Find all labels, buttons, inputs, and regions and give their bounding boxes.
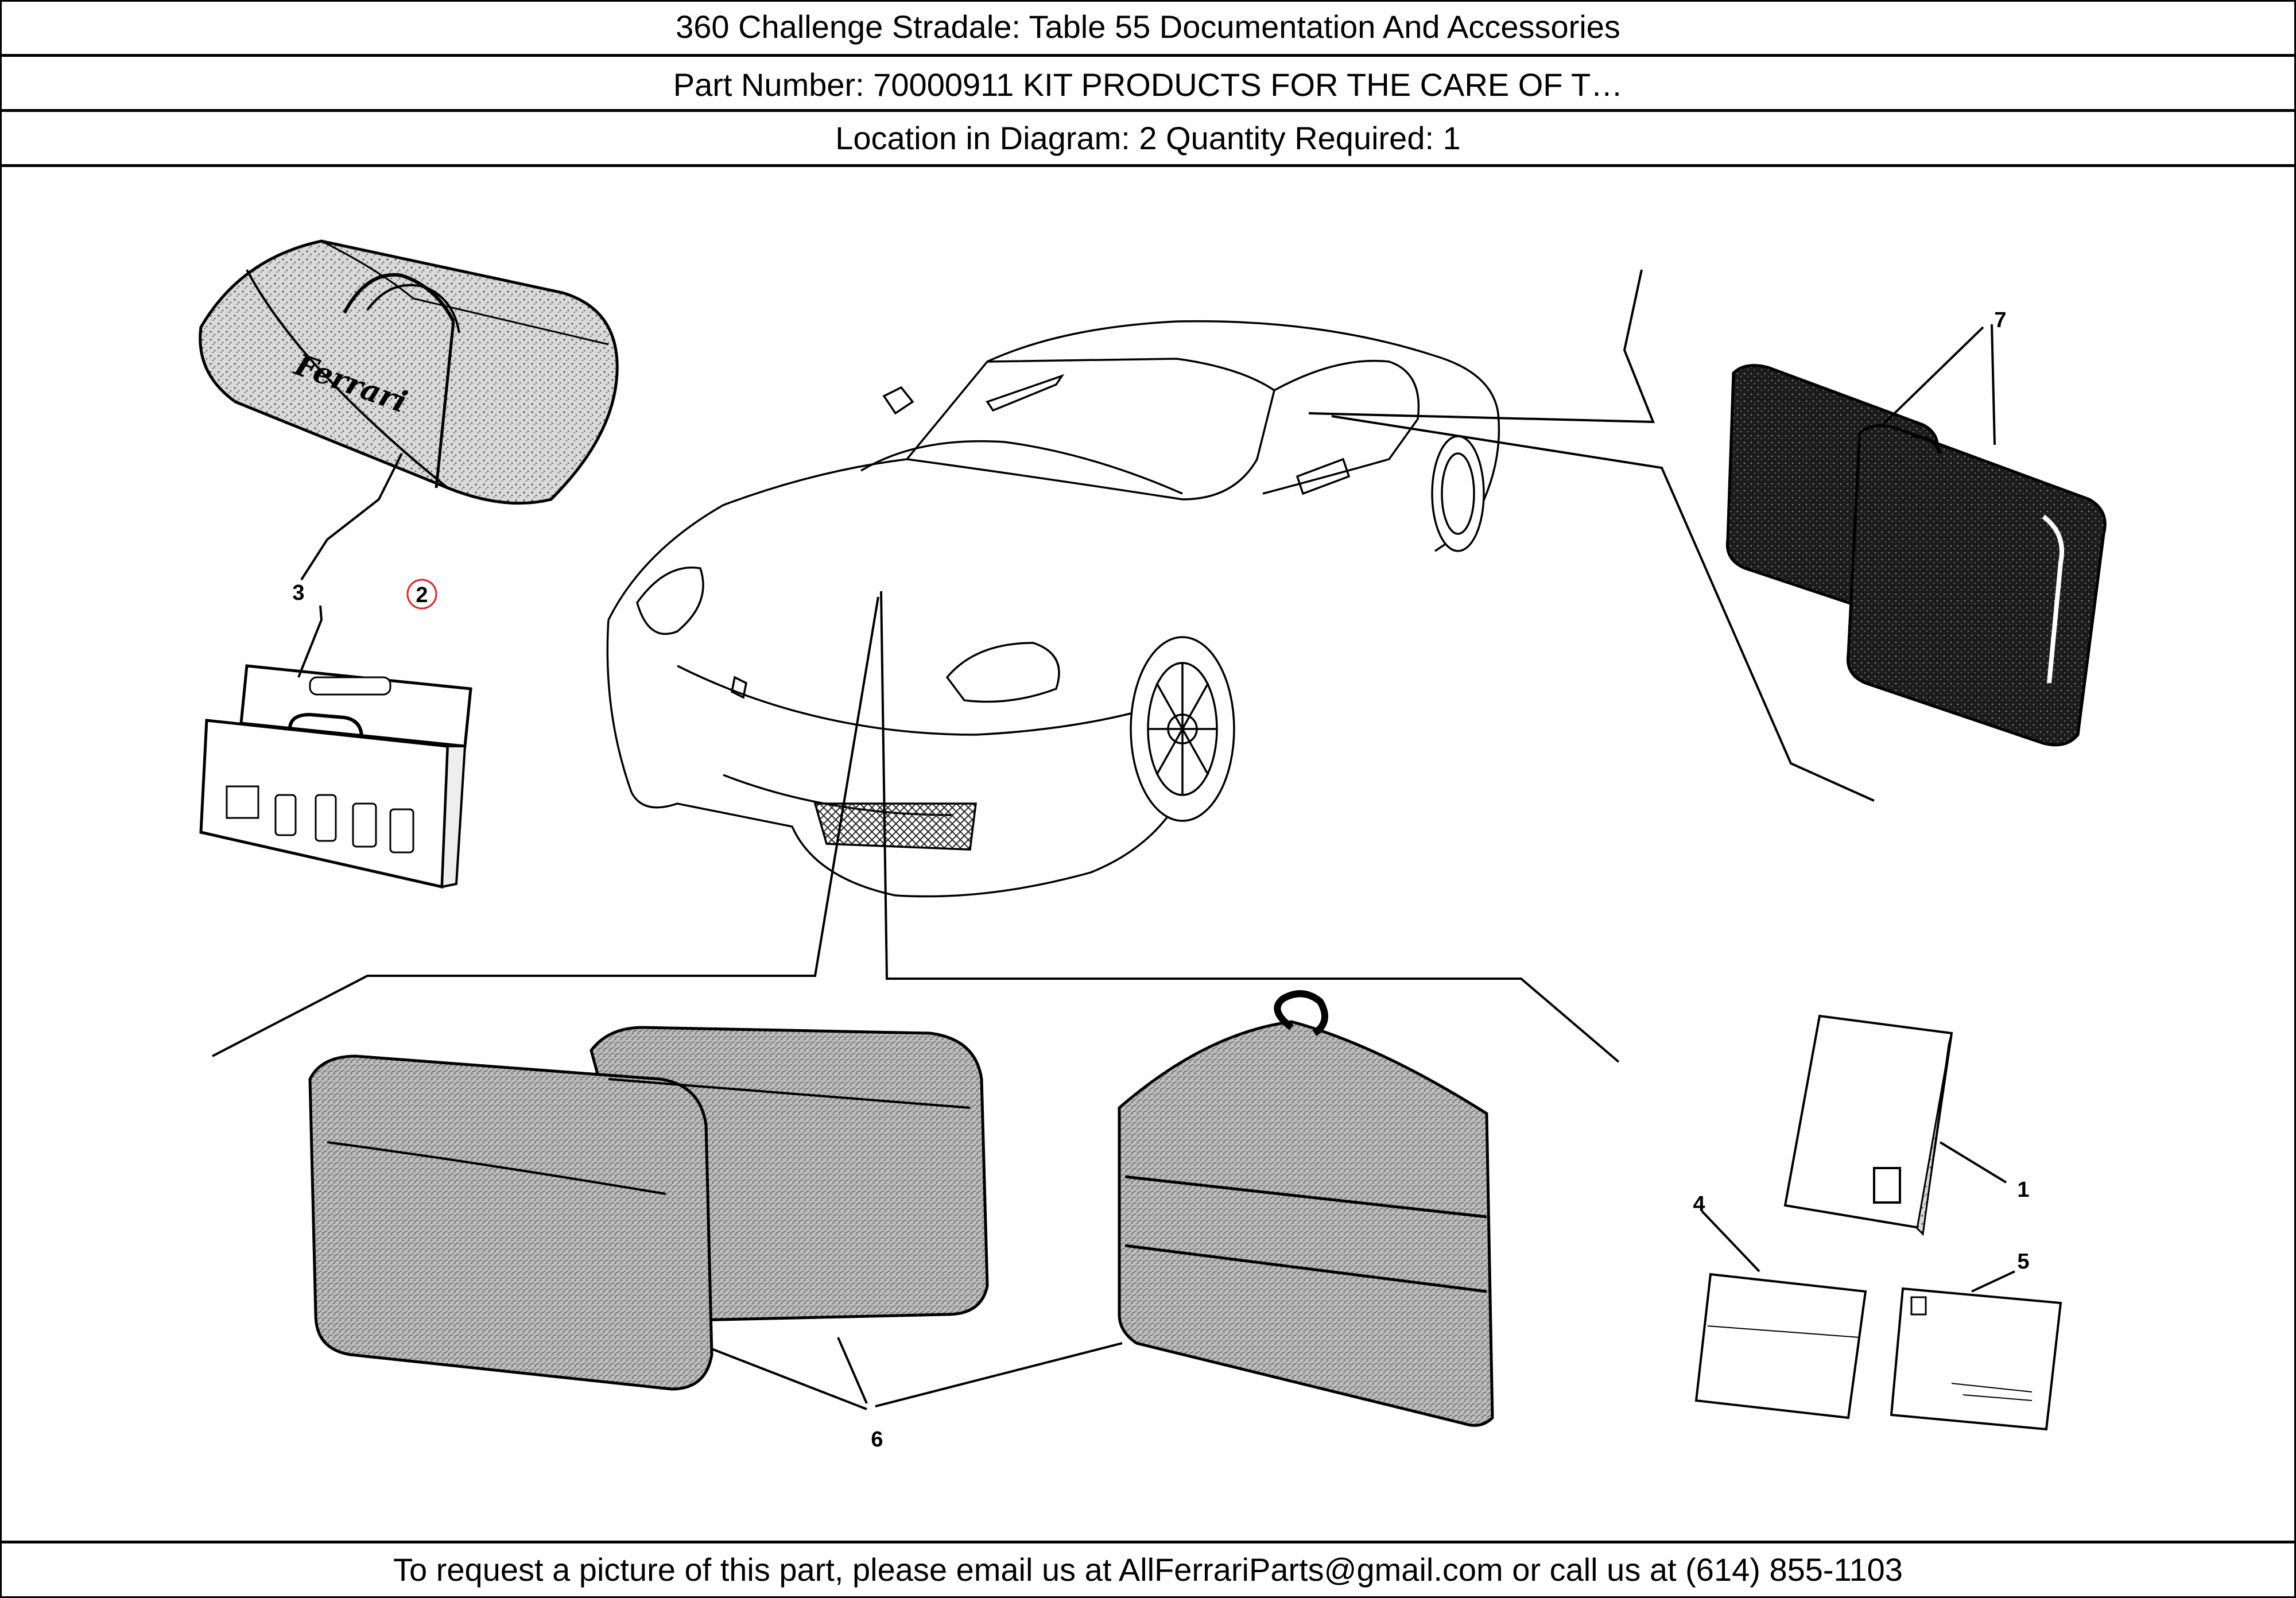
owners-manual <box>1783 1014 1953 1236</box>
car-cover-bag: Ferrari <box>199 239 619 505</box>
page-title: 360 Challenge Stradale: Table 55 Documen… <box>676 9 1620 45</box>
leader-lines <box>297 453 2015 1293</box>
contact-footer: To request a picture of this part, pleas… <box>393 1552 1903 1588</box>
leader-lines <box>1882 324 1996 445</box>
leader-lines <box>711 1337 1123 1410</box>
callout-6: 6 <box>871 1428 883 1452</box>
dark-cases <box>1725 364 2107 747</box>
callouts: 2 3 7 1 4 5 6 <box>292 308 2029 1452</box>
divider <box>0 1541 2296 1543</box>
parts-diagram: Ferrari <box>199 239 2107 1452</box>
divider <box>0 54 2296 57</box>
callout-2: 2 <box>416 583 428 607</box>
location-quantity-line: Location in Diagram: 2 Quantity Required… <box>835 120 1461 156</box>
callout-5: 5 <box>2017 1250 2029 1274</box>
highlight-ring <box>406 579 437 610</box>
service-booklet <box>1890 1287 2062 1431</box>
warranty-booklet <box>1694 1273 1867 1419</box>
divider <box>0 109 2296 112</box>
divider <box>0 164 2296 167</box>
callout-7: 7 <box>1994 308 2006 332</box>
suitcases-set <box>308 990 1494 1427</box>
leader-lines <box>212 269 1875 1063</box>
callout-4: 4 <box>1693 1192 1705 1216</box>
part-number-line: Part Number: 70000911 KIT PRODUCTS FOR T… <box>673 67 1623 103</box>
callout-3: 3 <box>292 581 304 605</box>
care-kit-case <box>199 664 472 889</box>
car-illustration <box>606 320 1500 898</box>
callout-1: 1 <box>2017 1178 2029 1202</box>
